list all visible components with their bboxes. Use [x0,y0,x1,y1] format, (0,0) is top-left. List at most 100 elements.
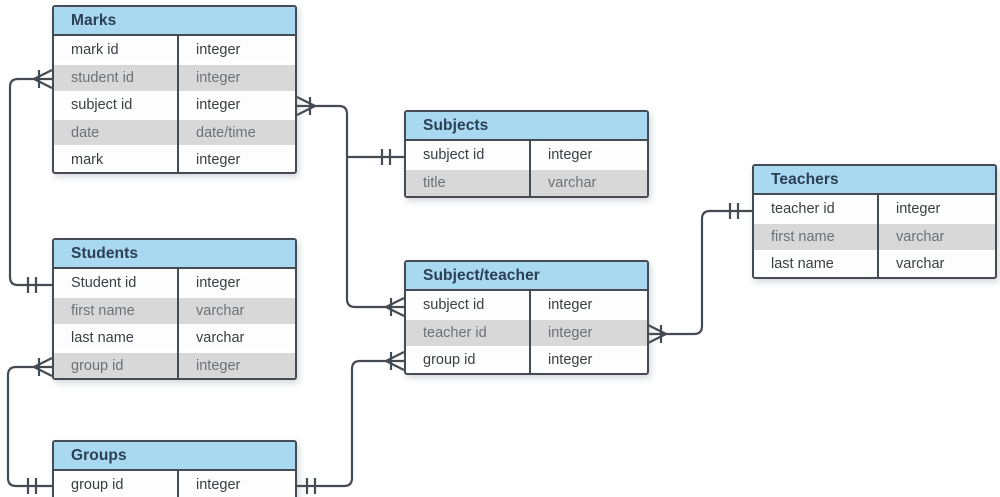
field-name: teacher id [771,200,835,217]
field-name: last name [71,330,134,347]
field-row: subject id integer [406,141,647,168]
one-cardinality-icon [380,149,392,165]
field-name: date [71,124,100,141]
field-row: mark id integer [54,36,295,63]
column-divider [177,269,179,379]
field-row: student id integer [54,63,295,91]
relationship-marks-subjects-subject-teacher [296,96,405,317]
one-cardinality-icon [26,277,38,293]
field-name: Student id [71,274,137,291]
field-name: first name [771,228,835,245]
relationship-line [8,77,52,287]
crow-foot-many-icon [296,96,317,116]
one-cardinality-icon [305,478,317,494]
field-type: date/time [196,124,256,141]
table-groups[interactable]: Groups group id integer [52,440,297,497]
table-header: Marks [54,7,295,36]
column-divider [877,195,879,277]
field-name: group id [71,476,124,493]
field-type: varchar [896,228,945,245]
field-type: integer [548,352,593,369]
relationship-students-groups [6,357,53,494]
field-type: varchar [548,174,597,191]
relationship-line [297,104,404,309]
field-row: title varchar [406,168,647,196]
field-row: group id integer [54,350,295,379]
field-type: varchar [196,330,245,347]
relationship-subject-teacher-groups [297,351,405,494]
field-row: first name varchar [754,222,995,250]
column-divider [177,471,179,497]
field-row: mark integer [54,145,295,172]
field-row: date date/time [54,117,295,146]
field-name: student id [71,69,134,86]
field-type: integer [896,200,941,217]
table-header: Students [54,240,295,269]
table-title: Marks [71,11,117,29]
field-row: first name varchar [54,296,295,324]
table-header: Subjects [406,112,647,141]
field-type: varchar [896,256,945,273]
relationship-subject-teacher-teachers [647,203,752,344]
field-type: integer [548,146,593,163]
field-row: teacher id integer [754,195,995,222]
table-title: Students [71,244,139,262]
one-cardinality-icon [26,478,38,494]
field-row: last name varchar [754,249,995,277]
table-title: Groups [71,446,127,464]
field-name: last name [771,256,834,273]
crow-foot-many-icon [647,324,668,344]
table-title: Teachers [771,170,839,188]
relationship-line [297,359,404,488]
field-name: mark [71,151,104,168]
field-row: last name varchar [54,323,295,351]
column-divider [529,291,531,373]
one-cardinality-icon [728,203,740,219]
field-name: first name [71,302,135,319]
field-name: subject id [423,296,485,313]
crow-foot-many-icon [32,69,53,89]
field-type: integer [196,476,241,493]
crow-foot-many-icon [384,297,405,317]
table-teachers[interactable]: Teachers teacher id integer first name varc… [752,164,997,279]
field-name: mark id [71,41,119,58]
field-type: varchar [196,302,245,319]
column-divider [177,36,179,173]
field-type: integer [196,357,241,374]
field-name: subject id [423,146,485,163]
crow-foot-many-icon [32,357,53,377]
field-type: integer [196,151,241,168]
column-divider [529,141,531,196]
field-type: integer [196,97,241,114]
table-body: subject id integer title varchar [406,141,647,196]
table-subject-teacher[interactable]: Subject/teacher subject id integer teacher… [404,260,649,375]
table-title: Subject/teacher [423,266,540,284]
table-body: group id integer [54,471,295,497]
field-type: integer [548,296,593,313]
table-subjects[interactable]: Subjects subject id integer title varchar [404,110,649,198]
relationship-line [6,365,52,488]
crow-foot-many-icon [384,351,405,371]
table-header: Groups [54,442,295,471]
field-name: group id [71,357,124,374]
field-type: integer [196,41,241,58]
table-header: Subject/teacher [406,262,647,291]
field-type: integer [196,69,241,86]
field-name: title [423,174,446,191]
field-row: subject id integer [406,291,647,318]
table-header: Teachers [754,166,995,195]
table-title: Subjects [423,116,489,134]
relationship-line [648,209,752,336]
field-name: teacher id [423,324,487,341]
